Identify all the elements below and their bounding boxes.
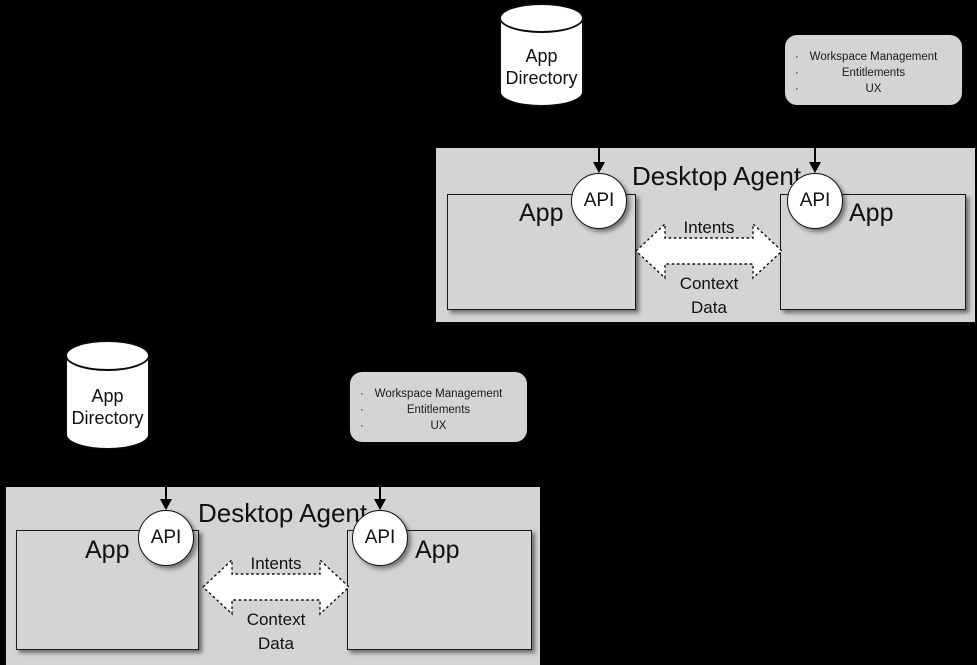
arrow-head-icon — [592, 162, 605, 173]
arrow-shaft — [378, 452, 382, 499]
app-label-right-lower: App — [415, 536, 460, 564]
arrow-head-icon — [159, 499, 172, 510]
app-directory-cylinder-upper: App Directory — [499, 3, 584, 107]
cylinder-top-ellipse — [65, 340, 150, 371]
bullet-icon: · — [360, 388, 364, 400]
note-row: · Entitlements — [350, 402, 527, 418]
bullet-icon: · — [360, 404, 364, 416]
desktop-agent-title-upper: Desktop Agent — [632, 161, 802, 191]
arrow-head-icon — [373, 499, 386, 510]
arrow-shaft — [597, 110, 601, 162]
intents-label-upper: Intents — [683, 218, 735, 237]
note-row: · UX — [350, 418, 527, 434]
app-directory-to-api-arrow-upper — [592, 110, 606, 173]
note-item-label: Entitlements — [841, 67, 906, 79]
double-arrow-shape — [202, 558, 350, 616]
intents-context-arrow-upper — [635, 221, 783, 281]
api-circle-right-lower[interactable]: API — [352, 510, 408, 566]
bullet-icon: · — [360, 420, 364, 432]
desktop-agent-title-lower: Desktop Agent — [198, 498, 368, 528]
note-row: · Workspace Management — [350, 386, 527, 402]
note-row: · UX — [785, 81, 962, 97]
arrow-shaft — [813, 110, 817, 162]
context-data-label-upper: Context Data — [638, 272, 780, 320]
context-label-line2: Data — [691, 298, 727, 317]
app-directory-to-api-arrow-lower — [159, 452, 173, 510]
api-circle-left-lower[interactable]: API — [138, 510, 194, 566]
note-item-label: UX — [430, 420, 447, 432]
bullet-icon: · — [795, 51, 799, 63]
app-directory-label: App Directory — [499, 45, 584, 89]
api-circle-right-upper[interactable]: API — [787, 173, 843, 229]
note-item-label: UX — [865, 83, 882, 95]
app-label-left-lower: App — [85, 536, 130, 564]
app-directory-label-line1: App — [91, 386, 124, 406]
double-arrow-shape — [635, 222, 783, 280]
intents-label-lower: Intents — [250, 554, 302, 573]
note-item-label: Entitlements — [406, 404, 471, 416]
note-item-label: Workspace Management — [374, 388, 503, 400]
bullet-icon: · — [795, 83, 799, 95]
app-directory-label-line2: Directory — [71, 408, 144, 428]
api-circle-left-upper[interactable]: API — [571, 173, 627, 229]
arrow-head-icon — [808, 162, 821, 173]
context-data-label-lower: Context Data — [205, 608, 347, 656]
context-label-line2: Data — [258, 634, 294, 653]
note-to-api-arrow-lower — [373, 452, 387, 510]
note-row: · Workspace Management — [785, 49, 962, 65]
capabilities-note-upper: · Workspace Management · Entitlements · … — [785, 35, 962, 105]
cylinder-top-ellipse — [499, 3, 584, 33]
context-label-line1: Context — [246, 610, 306, 629]
context-label-line1: Context — [679, 274, 739, 293]
app-label-left-upper: App — [519, 199, 564, 227]
app-label-right-upper: App — [849, 199, 894, 227]
app-directory-label: App Directory — [65, 385, 150, 429]
capabilities-note-lower: · Workspace Management · Entitlements · … — [350, 372, 527, 442]
app-directory-label-line2: Directory — [505, 68, 578, 88]
note-to-api-arrow-upper — [808, 110, 822, 173]
intents-context-arrow-lower — [202, 557, 350, 617]
app-directory-cylinder-lower: App Directory — [65, 340, 150, 450]
app-box-right-lower[interactable] — [347, 530, 532, 650]
note-item-label: Workspace Management — [809, 51, 938, 63]
bullet-icon: · — [795, 67, 799, 79]
app-directory-label-line1: App — [525, 46, 558, 66]
arrow-shaft — [164, 452, 168, 499]
note-row: · Entitlements — [785, 65, 962, 81]
